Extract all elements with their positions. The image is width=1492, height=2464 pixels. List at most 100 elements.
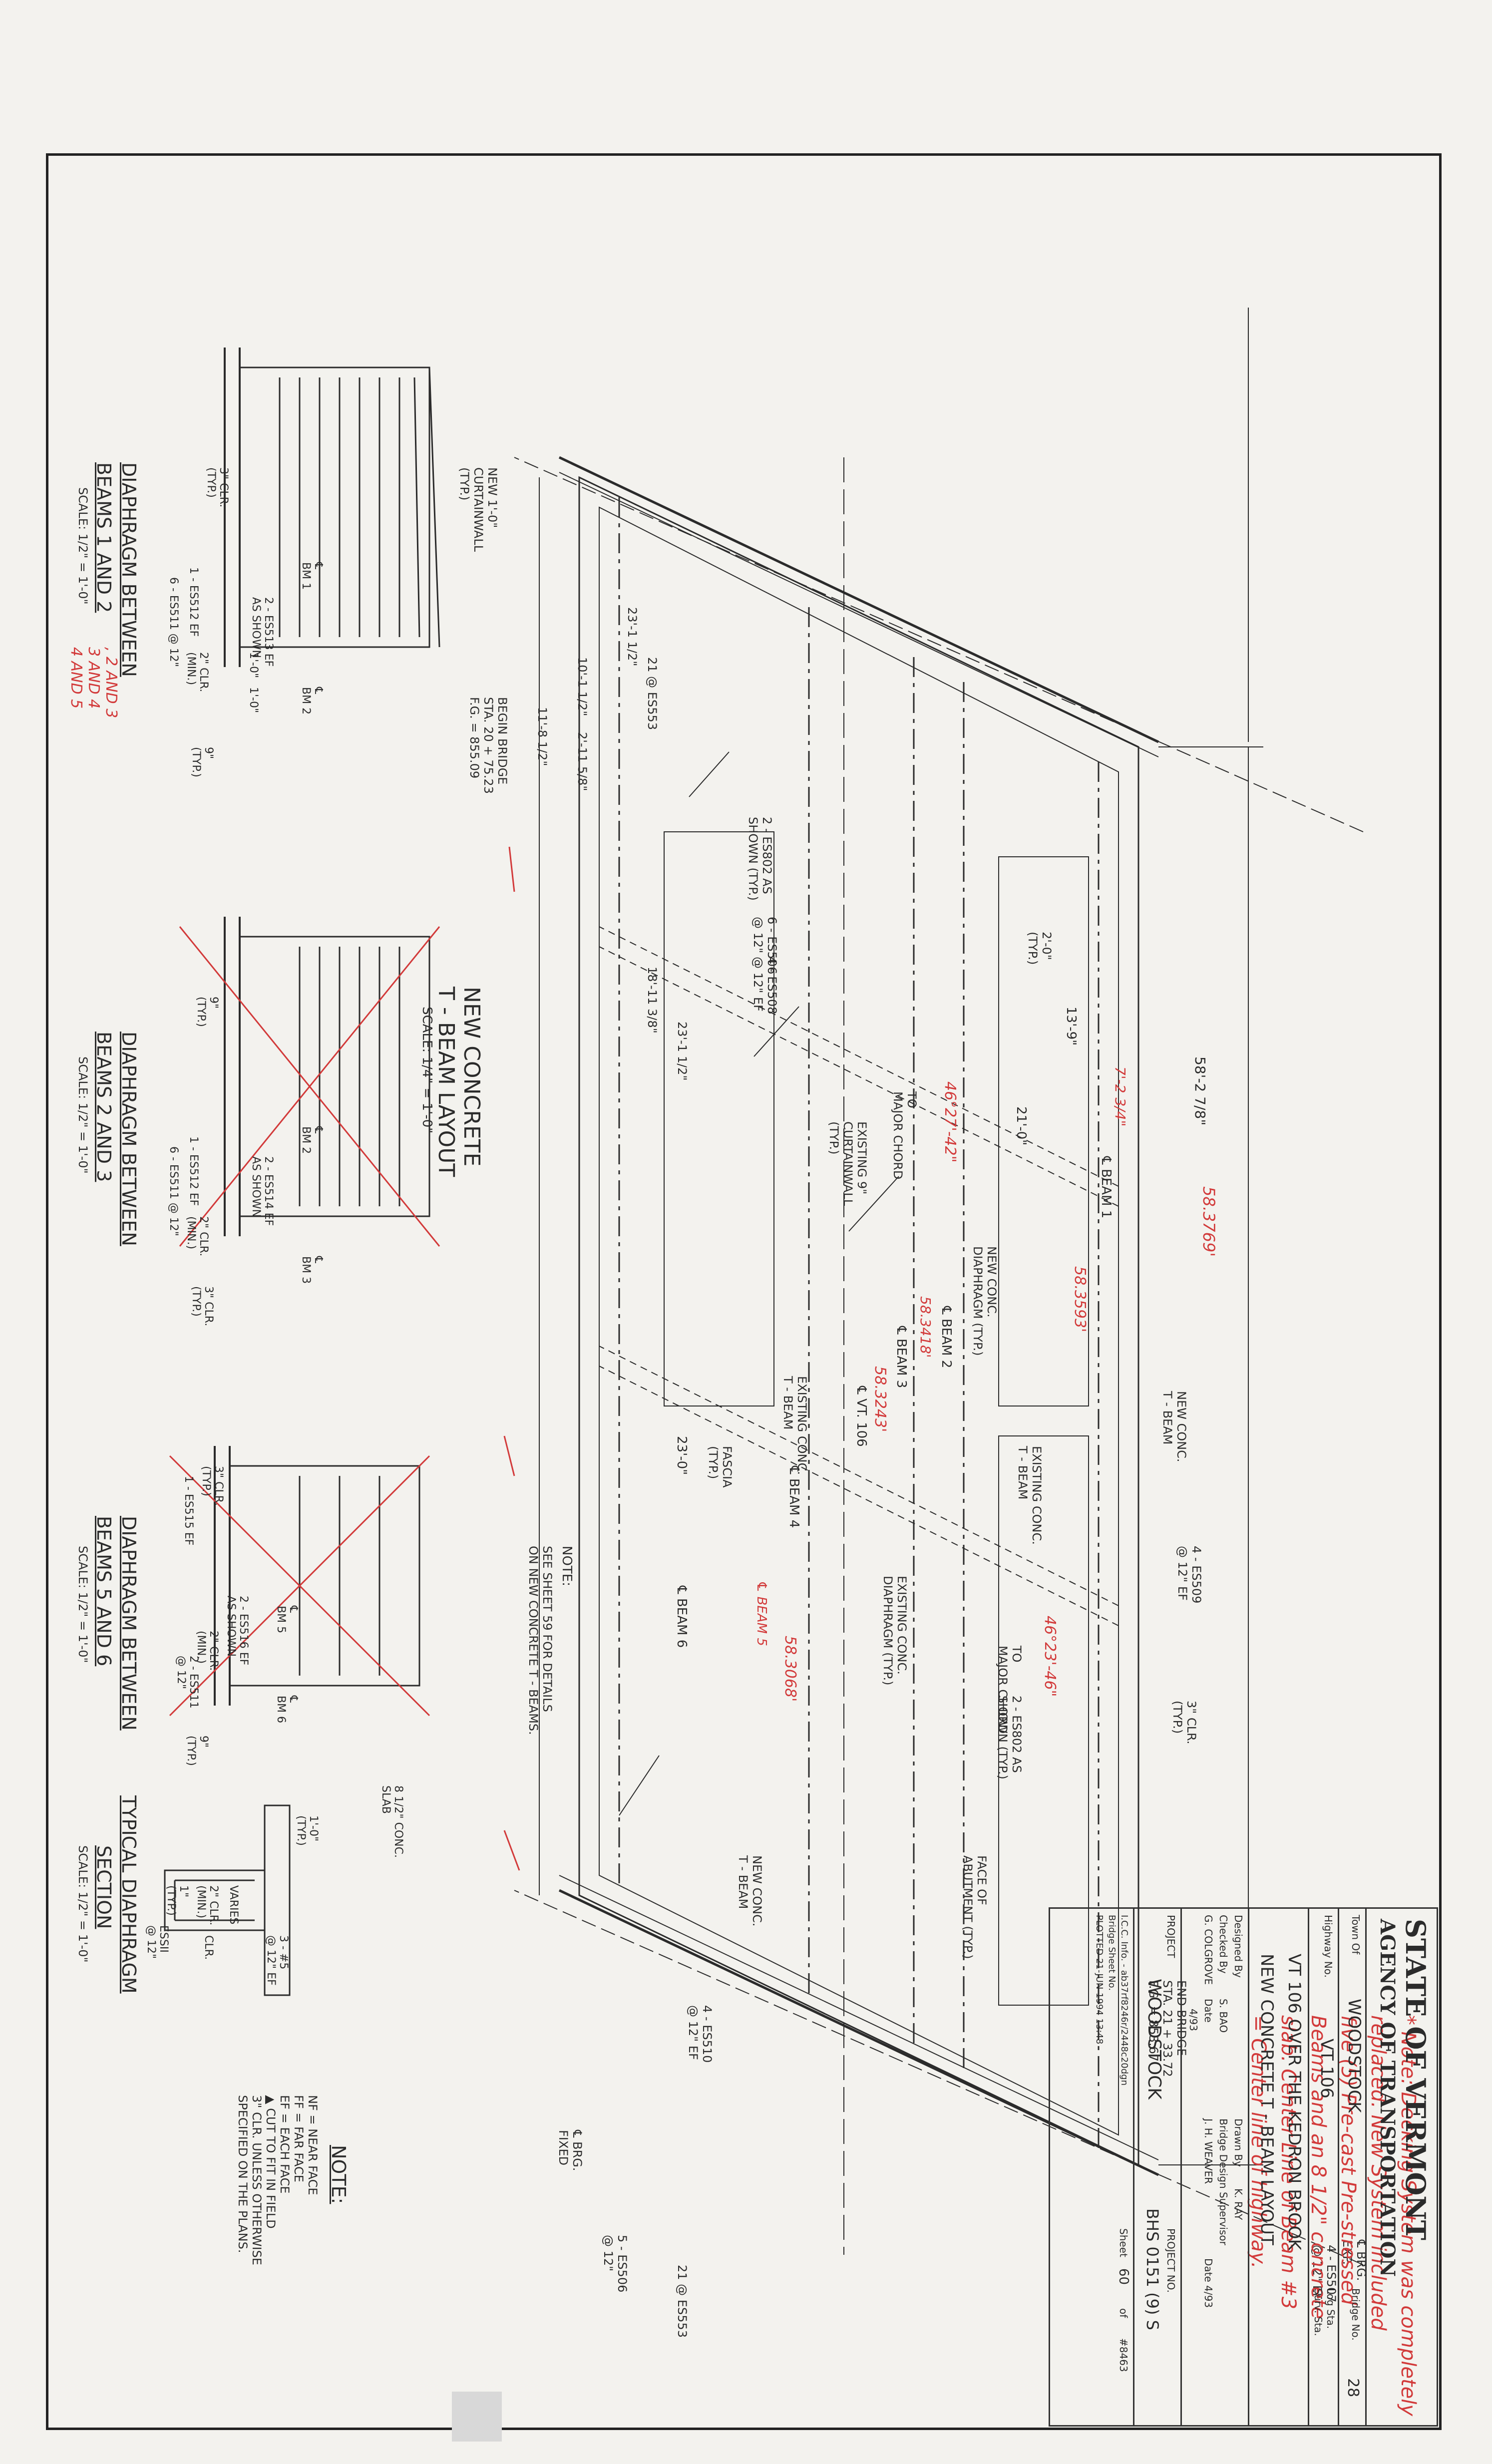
label-new-conc-tbeam-b: NEW CONC. T - BEAM [736,1855,764,1927]
label-es510: 4 - ES510 @ 12" EF [686,2005,714,2063]
d1-dim-a: 1'-0" [247,652,260,679]
d4-title2: SECTION [93,1845,115,1929]
sheet-value: 60 [1116,2268,1131,2285]
label-es506b: 5 - ES506 @ 12" [601,2235,629,2293]
plan-note-text: SEE SHEET 59 FOR DETAILS ON NEW CONCRETE… [526,1546,554,1735]
highway-label: Highway No. [1322,1915,1334,1978]
redline-beam4-length: 58.3243' [871,1366,889,1432]
d1-es511: 6 - ES511 @ 12" [167,577,180,667]
label-dim-23c: 23'-0" [674,1436,689,1475]
redline-beam3-length: 58.3418' [917,1296,934,1358]
d2-bm3: ℄ BM 3 [300,1256,325,1284]
label-es802-left: 2 - ES802 AS SHOWN (TYP.) [746,817,774,901]
label-dim-18: 18'-11 3/8" [645,967,659,1034]
notes-line: NF = NEAR FACE [306,2095,320,2195]
town-value: WOODSTOCK [1344,1999,1364,2113]
title-line-1: VT 106 OVER THE KEDRON BROOK [1284,1954,1304,2250]
detail-beams-2-3-drawing [150,917,459,1256]
label-existing-tbeam-b: EXISTING CONC. T - BEAM [781,1376,809,1475]
project-no-label: PROJECT NO. [1165,2228,1177,2293]
d3-title2: BEAMS 5 AND 6 [93,1516,115,1667]
town-label: Town Of [1350,1915,1362,1955]
label-beam-1: ℄ BEAM 1 [1099,1156,1114,1219]
d4-varies: VARIES [227,1885,240,1925]
label-fascia: FASCIA (TYP.) [706,1446,734,1488]
log-sta-label: Log Sta. [1325,2288,1337,2329]
project-value: WOODSTOCK [1144,1979,1164,2100]
d1-es512: 1 - ES512 EF [187,567,200,637]
d4-scale: SCALE: 1/2" = 1'-0" [76,1845,90,1963]
d3-bm5: ℄ BM 5 [275,1606,300,1634]
checked-by-label: Checked By [1217,1915,1229,1974]
plan-note-label: NOTE: [559,1546,574,1586]
agency-line-2: AGENCY OF TRANSPORTATION [1376,1919,1399,2277]
d2-title2: BEAMS 2 AND 3 [93,1032,115,1182]
label-dim-2-0: 2'-0" (TYP.) [1026,932,1054,965]
notes-line: ▲ CUT TO FIT IN FIELD [264,2095,278,2229]
d4-es511: ESSII @ 12" [145,1925,170,1959]
d4-typ1: 1'-0" (TYP.) [295,1815,320,1846]
label-vt106: ℄ VT. 106 [854,1386,869,1447]
label-existing-tbeam-a: EXISTING CONC. T - BEAM [1016,1446,1044,1545]
d4-slab: 8 1/2" CONC. SLAB [379,1785,404,1858]
d2-title: DIAPHRAGM BETWEEN [118,1032,140,1246]
designed-by-label: Designed By [1232,1915,1244,1978]
drawn-extra-name: G. COLGROVE [1202,1915,1214,1985]
redline-angle-right: 46°23'-46" [1041,1616,1059,1697]
notes-title: NOTE: [328,2145,350,2204]
label-es553-top: 21 @ ES553 [675,2265,689,2338]
typical-diaphragm-section-drawing [150,1795,379,2005]
label-new-conc-tbeam: NEW CONC. T - BEAM [1160,1391,1188,1462]
label-clr-3: 3" CLR. (TYP.) [1170,1701,1198,1745]
label-brg-fixed: ℄ BRG. FIXED [556,2130,584,2171]
label-begin-bridge: BEGIN BRIDGE STA. 20 + 75.23 F.G. = 855.… [467,697,509,794]
supervisor-label: Bridge Design Supervisor [1217,2118,1229,2245]
d1-title: DIAPHRAGM BETWEEN [118,462,140,677]
notes-line: FF = FAR FACE [292,2095,306,2182]
d1-min: 2" CLR. (MIN.) [185,652,210,693]
d4-clr: CLR. [202,1935,215,1960]
redline-beam2-length: 58.3593' [1071,1266,1089,1333]
label-existing-diaphragm: EXISTING CONC. DIAPHRAGM (TYP.) [881,1576,909,1686]
redline-beam1-length: 58.3769' [1199,1186,1218,1257]
label-beam-3: ℄ BEAM 3 [894,1326,909,1389]
beam-layout-plan [50,158,1438,2425]
redline-angle-left: 46°27'-42" [941,1081,959,1163]
label-beam-4: ℄ BEAM 4 [786,1466,801,1528]
d2-es514: 2 - ES514 EF AS SHOWN [250,1156,275,1226]
deck-outline [579,477,1138,2165]
title-block: STATE OF VERMONT AGENCY OF TRANSPORTATIO… [1049,1907,1438,2427]
d3-typ: 9" (TYP.) [185,1736,210,1766]
cadd-info: I.C.C. Info. - ab37rf8246r/2448c20dgn [1119,1915,1129,2086]
registration-mark [452,2392,502,2442]
date-2: Date 4/93 [1202,2258,1214,2308]
redline-mid-dim: 7'-2 3/4" [1112,1066,1128,1127]
agency-line-1: STATE OF VERMONT [1400,1919,1432,2240]
rotated-drawing: NEW CONCRETE T - BEAM LAYOUT SCALE: 1/4"… [50,158,1438,2425]
sheet-border [46,153,1442,2430]
notes-list: NF = NEAR FACE FF = FAR FACE EF = EACH F… [236,2095,320,2265]
label-dim-13: 13'-9" [1064,1007,1079,1046]
d2-es511: 6 - ES511 @ 12" [167,1146,180,1236]
label-beam-6: ℄ BEAM 6 [674,1586,689,1648]
d1-dim-b: 1'-0" [247,687,260,713]
d3-scale: SCALE: 1/2" = 1'-0" [76,1546,90,1663]
label-span-total: 58'-2 7/8" [1192,1056,1208,1126]
label-curtainwall-new: NEW 1'-0" CURTAINWALL (TYP.) [457,467,499,552]
d1-title2: BEAMS 1 AND 2 [93,462,115,613]
label-dim-10: 10'-1 1/2" [575,657,589,716]
d3-es516: 2 - ES516 EF AS SHOWN [225,1596,250,1666]
label-beam-2: ℄ BEAM 2 [939,1306,954,1369]
drawn-by-name: K. RAY [1232,2188,1244,2220]
notes-line: 3" CLR. UNLESS OTHERWISE [250,2095,264,2265]
redline-beam5: ℄ BEAM 5 [754,1581,769,1646]
project-label: PROJECT [1165,1915,1177,1958]
d4-clr2: 2" CLR. (MIN.) [195,1885,220,1926]
d3-title: DIAPHRAGM BETWEEN [118,1516,140,1731]
label-major-chord-left: TO MAJOR CHORD [891,1091,919,1180]
d4-typ2: 1" (TYP.) [165,1885,190,1916]
sheet-label: Sheet [1118,2228,1129,2257]
d1-typ: 9" (TYP.) [190,747,215,777]
d2-typ: 9" (TYP.) [195,997,220,1027]
d2-es512: 1 - ES512 EF [187,1136,200,1206]
